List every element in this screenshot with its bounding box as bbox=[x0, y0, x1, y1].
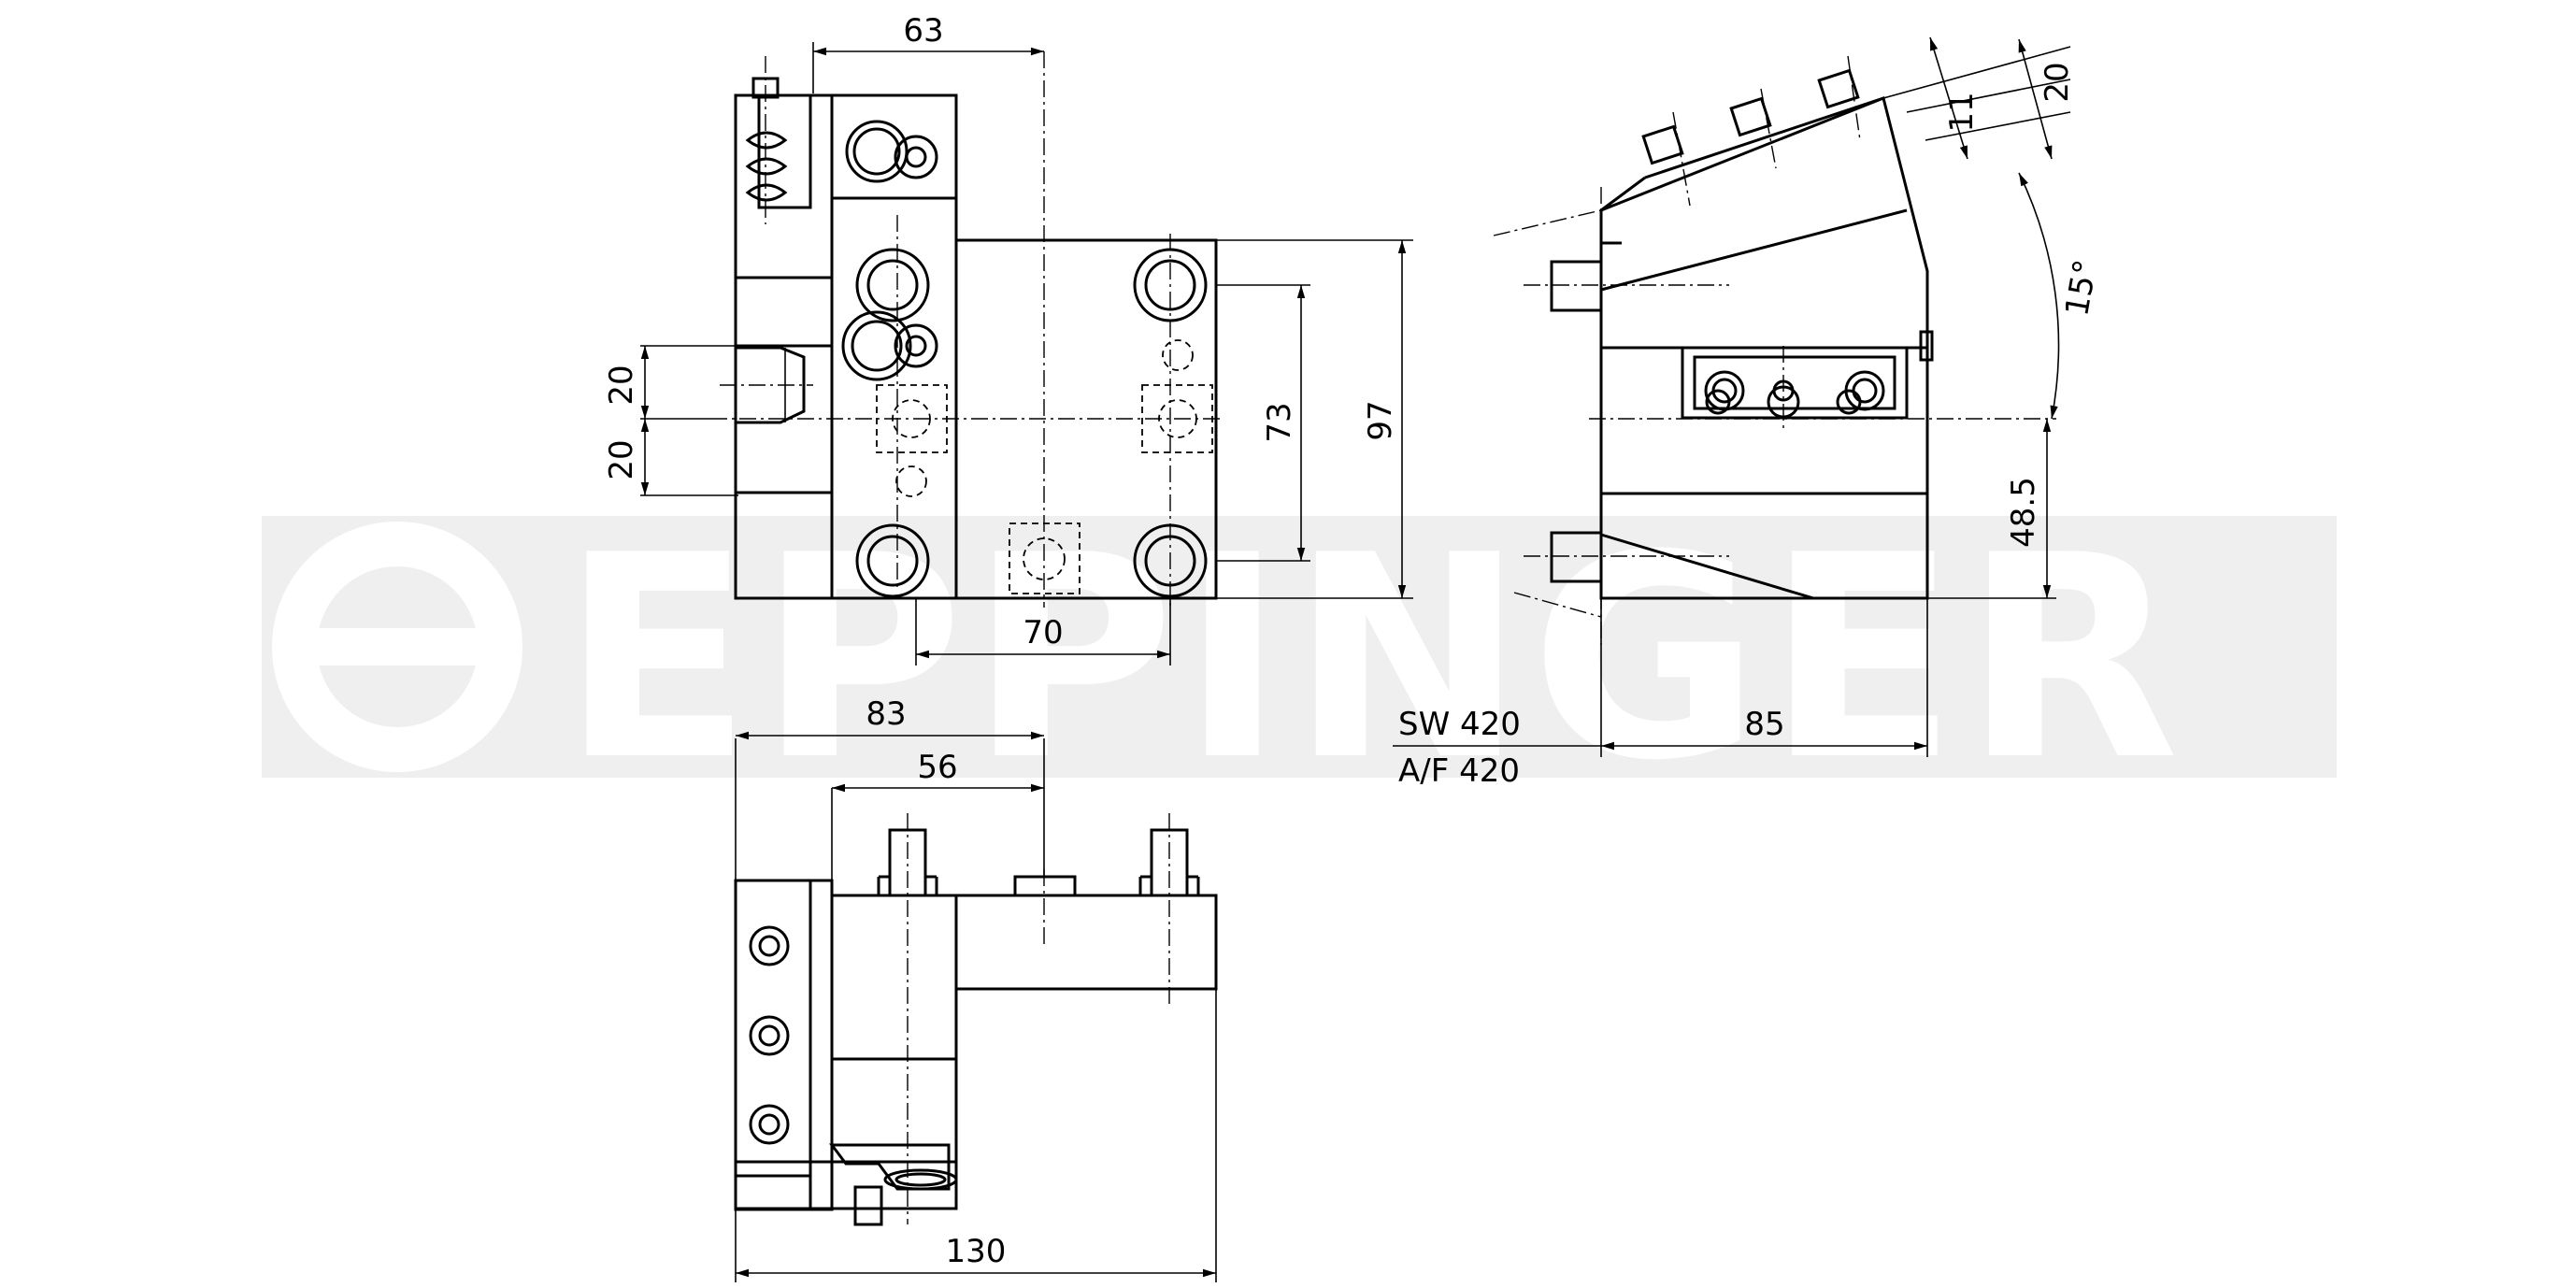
top-view: 83 56 130 bbox=[734, 695, 1218, 1282]
watermark-logo-icon bbox=[272, 522, 522, 772]
dim-label: 83 bbox=[866, 695, 906, 733]
top-arm bbox=[954, 894, 1218, 991]
dim-label: 130 bbox=[946, 1233, 1007, 1270]
side-pin bbox=[1550, 260, 1603, 312]
bolt-icon bbox=[749, 1104, 790, 1145]
dim-label: 20 bbox=[2039, 62, 2076, 102]
dim-label: 63 bbox=[903, 12, 943, 50]
top-clamp-plate bbox=[734, 879, 834, 1211]
bolt-icon bbox=[1704, 370, 1745, 411]
bolt-icon bbox=[749, 925, 790, 966]
dim-label: 56 bbox=[917, 749, 957, 786]
bolt-icon bbox=[841, 310, 938, 381]
dim-label: 20 bbox=[603, 365, 640, 405]
sw-label: SW 420 bbox=[1398, 706, 1521, 743]
bolt-icon bbox=[845, 120, 938, 183]
dim-label: 15° bbox=[2058, 257, 2105, 319]
side-view: 11 20 15° 48.5 85 SW 420 A/F 420 bbox=[1393, 36, 2105, 790]
bolt-icon bbox=[855, 248, 930, 322]
front-view: 63 20 20 73 97 70 bbox=[603, 12, 1413, 665]
dim-label: 20 bbox=[603, 439, 640, 479]
dim-label: 85 bbox=[1744, 706, 1784, 743]
side-slide bbox=[1681, 346, 1909, 420]
dim-label: 73 bbox=[1261, 402, 1298, 442]
bolt-icon bbox=[855, 523, 930, 598]
dim-label: 11 bbox=[1943, 92, 1981, 132]
dim-label: 70 bbox=[1023, 614, 1063, 651]
watermark-text: EPPINGER bbox=[561, 495, 2185, 822]
dim-label: 97 bbox=[1362, 400, 1399, 440]
af-label: A/F 420 bbox=[1398, 752, 1520, 790]
bolt-icon bbox=[749, 1015, 790, 1056]
dim-label: 48.5 bbox=[2005, 477, 2042, 548]
